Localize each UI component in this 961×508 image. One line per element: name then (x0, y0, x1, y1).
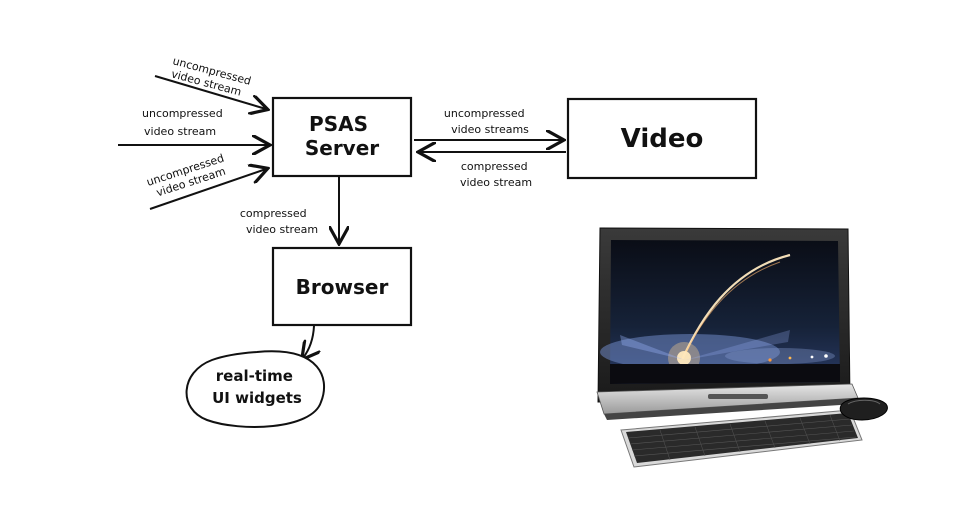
browser-to-bubble-arrow (303, 325, 314, 358)
browser-label: Browser (296, 275, 389, 299)
svg-text:compressed video stream: compressed video stream (240, 207, 318, 236)
server-to-video-arrow: uncompressed video streams (414, 107, 562, 140)
psas-server-box: PSAS Server (271, 96, 413, 178)
server-to-browser-line1: compressed (240, 207, 307, 220)
video-to-server-line2: video stream (460, 176, 532, 189)
server-to-browser-line2: video stream (246, 223, 318, 236)
psas-server-label-line1: PSAS (309, 112, 368, 136)
server-to-video-line2: video streams (451, 123, 529, 136)
video-to-server-arrow: compressed video stream (420, 152, 566, 189)
server-to-video-line1: uncompressed (444, 107, 525, 120)
ui-widgets-bubble: real-time UI widgets (185, 350, 325, 428)
bubble-line2: UI widgets (212, 389, 302, 407)
svg-text:compressed video stream: compressed video stream (460, 160, 532, 189)
svg-text:uncompressed video strea: uncompressed video stream (168, 54, 256, 101)
svg-text:real-time UI widgets: real-time UI widgets (212, 367, 302, 407)
input-middle-line2: video stream (144, 125, 216, 138)
bubble-line1: real-time (216, 367, 293, 385)
psas-server-label-line2: Server (305, 136, 379, 160)
server-to-browser-arrow: compressed video stream (240, 177, 339, 242)
screen-image (600, 240, 840, 384)
input-arrow-top: uncompressed video stream (154, 54, 266, 109)
browser-box: Browser (271, 246, 413, 327)
svg-text:uncompressed video strea: uncompressed video streams (444, 107, 529, 136)
mouse (839, 397, 888, 421)
input-arrow-bottom: uncompressed video stream (145, 150, 266, 210)
keyboard (620, 409, 863, 468)
video-box: Video (566, 97, 758, 180)
video-to-server-line1: compressed (461, 160, 528, 173)
video-label: Video (621, 124, 704, 154)
input-arrow-middle: uncompressed video stream (118, 107, 268, 145)
svg-text:PSAS Server: PSAS Server (305, 112, 379, 160)
input-middle-line1: uncompressed (142, 107, 223, 120)
svg-text:uncompressed video strea: uncompressed video stream (145, 150, 233, 201)
svg-text:uncompressed video strea: uncompressed video stream (142, 107, 226, 138)
computer-illustration (596, 227, 859, 420)
